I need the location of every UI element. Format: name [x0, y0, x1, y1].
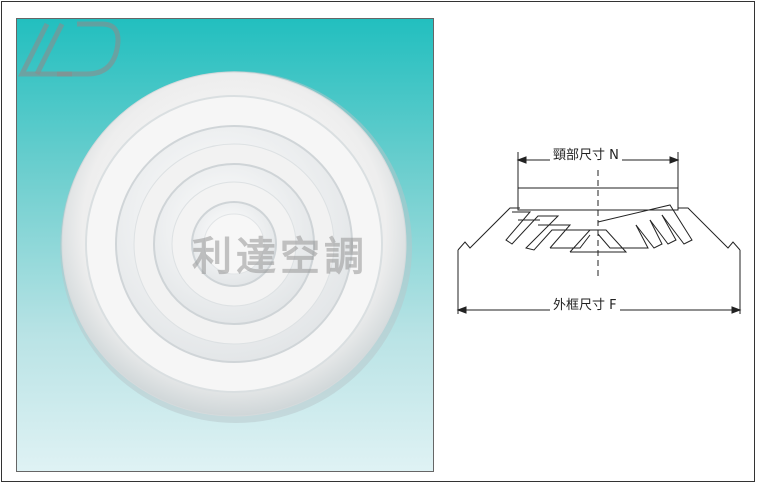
brand-watermark-text: 利達空調	[192, 234, 368, 280]
product-photo: 利達空調	[16, 18, 434, 472]
neck-dimension-label: 頸部尺寸 N	[550, 144, 622, 163]
technical-drawing: 頸部尺寸 N 外框尺寸 F	[440, 130, 750, 330]
round-diffuser-image	[60, 71, 412, 423]
frame-dimension-label: 外框尺寸 F	[550, 294, 620, 313]
diffuser-section-drawing	[456, 152, 742, 314]
ld-logo-icon	[17, 21, 121, 77]
